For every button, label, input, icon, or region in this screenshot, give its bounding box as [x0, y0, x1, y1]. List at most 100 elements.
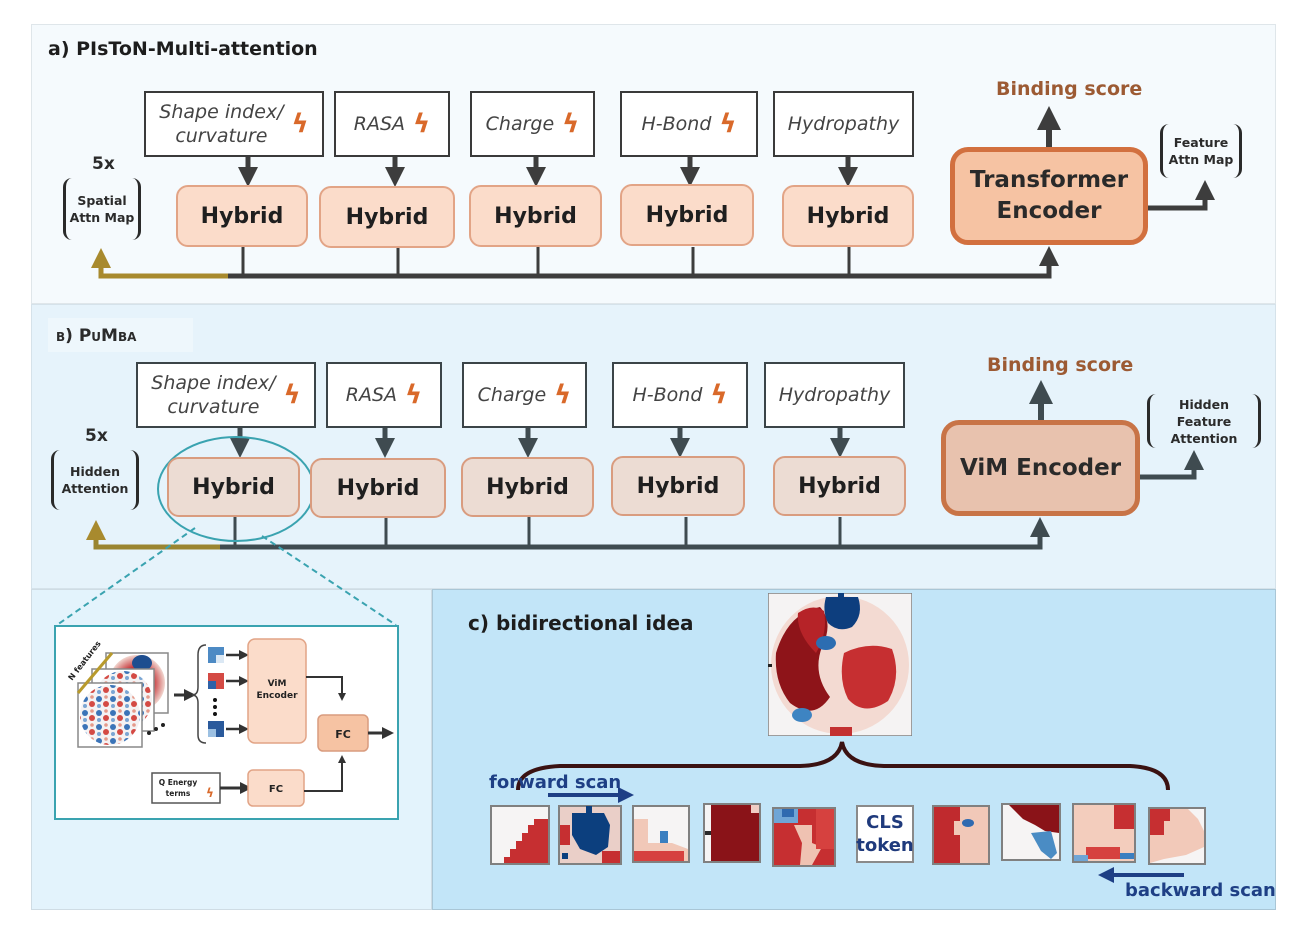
- hidden-feature-attention-output: Hidden Feature Attention: [1147, 394, 1261, 448]
- hybrid-block-a-3: Hybrid: [469, 185, 602, 247]
- scan-patch-5: [772, 807, 836, 867]
- detail-encoder-line1: ViM: [268, 679, 287, 689]
- feature-box-rasa-b: RASA ϟ: [326, 362, 442, 428]
- detail-vim-encoder: [247, 638, 307, 744]
- scan-patch-8: [1072, 803, 1136, 863]
- panel-c-title: c) bidirectional idea: [468, 611, 694, 635]
- feature-box-hydropathy-b: Hydropathy: [764, 362, 905, 428]
- scan-patch-7: [1001, 803, 1061, 861]
- feature-label: Hydropathy: [787, 113, 900, 135]
- scan-patch-9: [1148, 807, 1206, 865]
- feature-label: H-Bond: [632, 384, 703, 406]
- hybrid-block-b-5: Hybrid: [773, 456, 906, 516]
- repeat-count-b: 5x: [85, 426, 108, 446]
- feature-label: Charge: [485, 113, 555, 135]
- feature-label-line2: curvature: [175, 125, 268, 147]
- detail-fc-bottom-label: FC: [269, 784, 283, 795]
- panel-a-title: a) PIsToN-Multi-attention: [48, 38, 318, 60]
- panel-b-side-arrow: [1140, 450, 1204, 480]
- feature-box-hbond-b: H-Bond ϟ: [612, 362, 748, 428]
- transformer-encoder-block: Transformer Encoder: [950, 147, 1148, 245]
- lightning-bolt-icon: ϟ: [206, 786, 214, 800]
- feature-box-hydropathy: Hydropathy: [773, 91, 914, 157]
- lightning-bolt-icon: ϟ: [719, 109, 737, 139]
- feature-label-line1: Shape index/: [159, 101, 284, 123]
- cls-line1: CLS: [866, 812, 904, 833]
- hybrid-block-b-1: Hybrid: [167, 457, 300, 517]
- output-label-line2: Attn Map: [69, 210, 135, 225]
- feature-label-line2: curvature: [167, 396, 260, 418]
- lightning-bolt-icon: ϟ: [562, 109, 580, 139]
- panel-b-attn-path: [86, 520, 220, 550]
- output-label-line1: Feature: [1173, 135, 1229, 150]
- panel-a-side-arrow: [1146, 180, 1215, 211]
- zoom-dashed-right: [261, 535, 397, 626]
- feature-box-shape-index-b: Shape index/ curvature ϟ: [136, 362, 316, 428]
- output-label-line1: Hidden: [69, 464, 121, 479]
- output-label-line2: Attn Map: [1168, 152, 1234, 167]
- lightning-bolt-icon: ϟ: [710, 380, 728, 410]
- map-region: [841, 645, 897, 709]
- hybrid-block-b-3: Hybrid: [461, 457, 594, 517]
- panel-b-title-backdrop: [48, 318, 193, 352]
- hybrid-block-a-5: Hybrid: [782, 185, 914, 247]
- output-label-line2: Attention: [61, 481, 129, 496]
- scan-patch-1: [490, 805, 550, 865]
- scan-patch-3: [632, 805, 690, 863]
- encoder-label-line2: Encoder: [996, 198, 1102, 224]
- scan-patch-6: [932, 805, 990, 865]
- vim-encoder-block: ViM Encoder: [941, 420, 1140, 516]
- feature-box-rasa: RASA ϟ: [334, 91, 450, 157]
- output-label-line1: Hidden Feature: [1176, 396, 1232, 429]
- binding-score-label-a: Binding score: [996, 78, 1143, 100]
- output-label-line1: Spatial: [77, 193, 127, 208]
- feature-label: H-Bond: [641, 113, 712, 135]
- feature-label: Hydropathy: [778, 384, 891, 406]
- backward-scan-label: backward scan: [1125, 880, 1276, 901]
- scan-patch-2: [558, 805, 622, 865]
- detail-encoder-line2: Encoder: [256, 691, 298, 701]
- feature-attn-map-output: Feature Attn Map: [1160, 124, 1242, 178]
- lightning-bolt-icon: ϟ: [413, 109, 431, 139]
- lightning-bolt-icon: ϟ: [291, 109, 309, 139]
- detail-fc-bottom: [247, 769, 305, 807]
- repeat-count-a: 5x: [92, 154, 115, 174]
- hybrid-block-b-4: Hybrid: [611, 456, 745, 516]
- hidden-attention-output: Hidden Attention: [51, 450, 139, 510]
- panel-a-bus-to-encoder: [228, 246, 1059, 279]
- token-brace: [191, 644, 207, 744]
- cls-token-box: CLS token: [856, 805, 914, 863]
- lightning-bolt-icon: ϟ: [554, 380, 572, 410]
- hybrid-block-a-1: Hybrid: [176, 185, 308, 247]
- panel-b-bus: [233, 517, 842, 546]
- q-energy-terms-box: [151, 772, 221, 804]
- panel-b-title: b) PuMba: [56, 326, 137, 346]
- energy-label-line2: terms: [166, 789, 191, 798]
- zoom-dashed-left: [56, 527, 196, 626]
- panel-b-bus-to-encoder: [220, 517, 1050, 550]
- feature-box-shape-index: Shape index/ curvature ϟ: [144, 91, 324, 157]
- hybrid-block-a-2: Hybrid: [319, 186, 455, 248]
- lightning-bolt-icon: ϟ: [405, 380, 423, 410]
- cls-line2: token: [856, 835, 914, 856]
- forward-scan-label: forward scan: [489, 772, 622, 793]
- panel-a-feature-arrows: [238, 157, 858, 187]
- feature-label: RASA: [353, 113, 406, 135]
- energy-label-line1: Q Energy: [159, 778, 198, 787]
- encoder-label-line1: Transformer: [969, 167, 1129, 193]
- map-region: [824, 597, 860, 630]
- feature-box-hbond: H-Bond ϟ: [620, 91, 758, 157]
- surface-map-image: [768, 593, 912, 736]
- scan-brace: [516, 741, 1170, 791]
- feature-label: RASA: [345, 384, 398, 406]
- panel-b-feature-arrows: [230, 428, 850, 458]
- feature-label-line1: Shape index/: [151, 372, 276, 394]
- detail-fc-top-label: FC: [335, 728, 351, 741]
- lightning-bolt-icon: ϟ: [283, 380, 301, 410]
- binding-score-label-b: Binding score: [987, 354, 1134, 376]
- spatial-attn-map-output: Spatial Attn Map: [63, 178, 141, 240]
- output-label-line2: Attention: [1170, 430, 1238, 446]
